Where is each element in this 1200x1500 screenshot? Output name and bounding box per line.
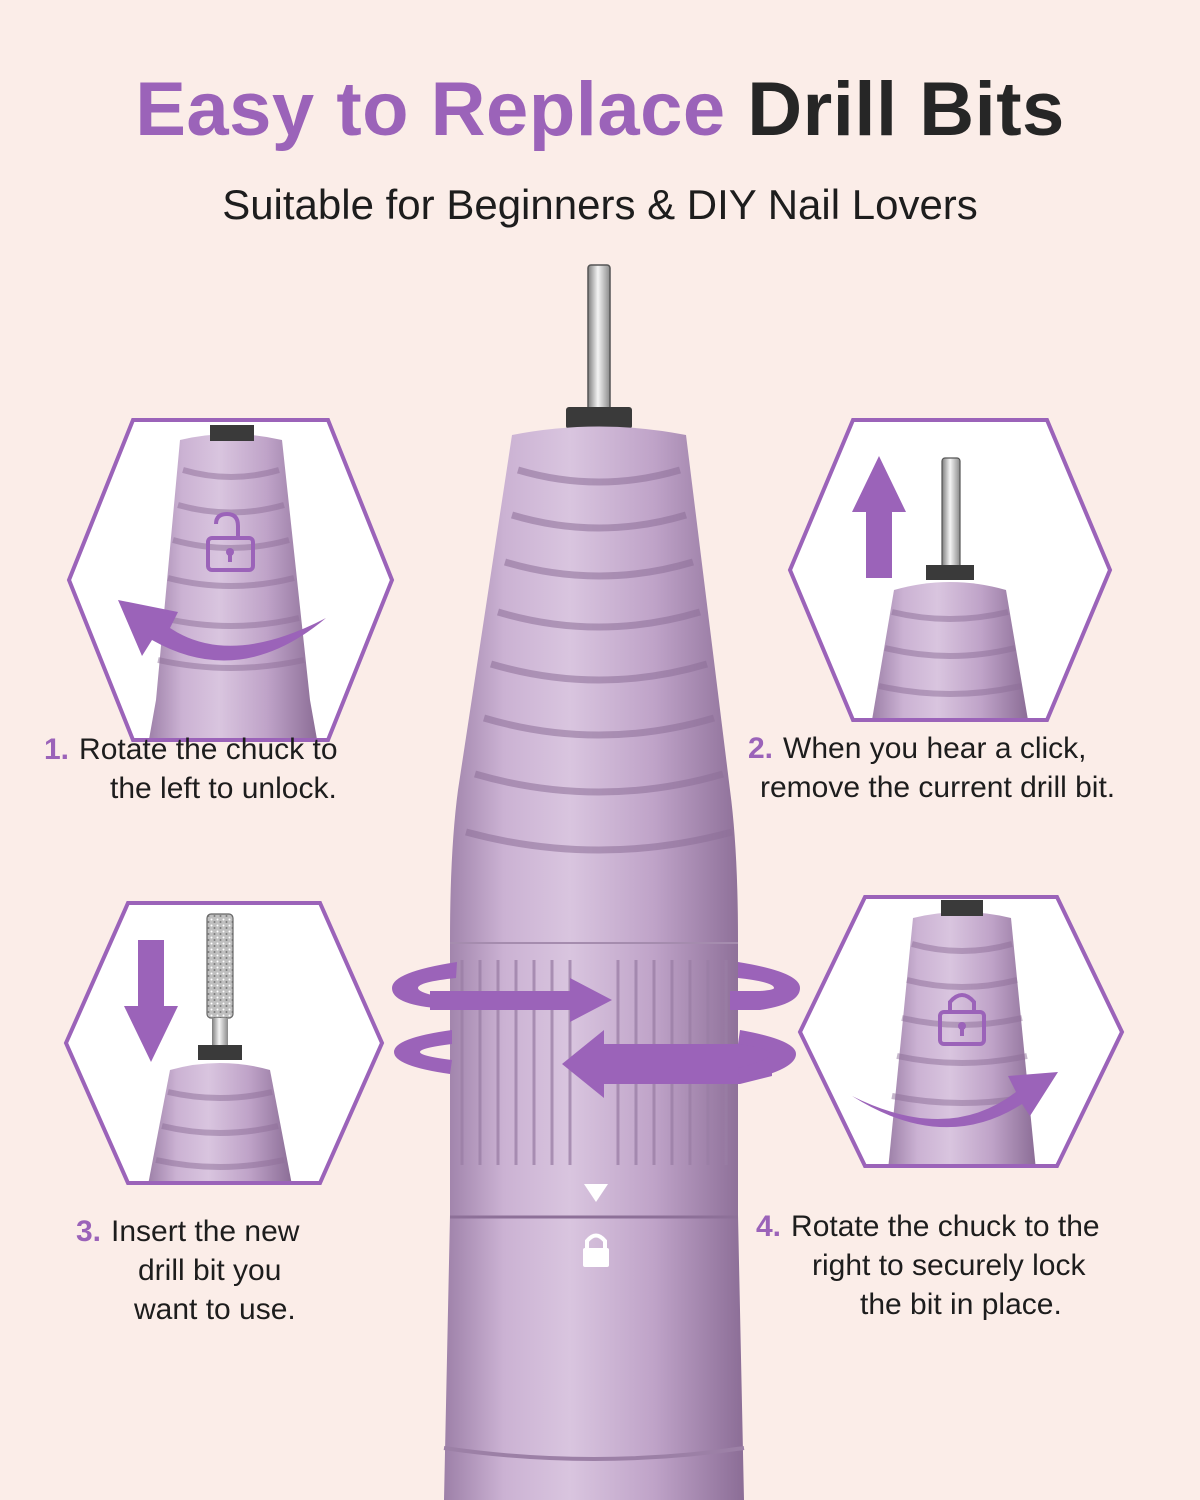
page-subtitle: Suitable for Beginners & DIY Nail Lovers [222, 181, 978, 228]
step-number: 1. [44, 733, 70, 766]
step-number: 2. [748, 732, 774, 765]
locked-padlock-icon [938, 993, 986, 1046]
step1-illustration [66, 418, 395, 742]
step-2-caption: 2. When you hear a click, remove the curr… [748, 729, 1115, 807]
step-text-line: remove the current drill bit. [760, 771, 1116, 804]
drill-handpiece [443, 264, 745, 1500]
step2-illustration [787, 418, 1113, 722]
page-title: Easy to Replace Drill Bits [0, 72, 1200, 148]
arrow-down-icon [124, 940, 178, 1062]
step3-illustration [63, 901, 385, 1185]
step-number: 4. [756, 1210, 782, 1243]
drill-bit-shaft [587, 264, 611, 416]
title-accent: Easy to Replace [135, 67, 726, 152]
step-text-line: Insert the new [111, 1215, 300, 1248]
lock-icon [583, 1233, 609, 1267]
chuck-collar [566, 407, 632, 429]
step4-illustration [797, 895, 1125, 1168]
step-number: 3. [76, 1215, 102, 1248]
step-text-line: Rotate the chuck to the [791, 1210, 1100, 1243]
step-text-line: right to securely lock [812, 1249, 1086, 1282]
arrow-rotate-left-icon [118, 600, 326, 661]
step-text-line: the bit in place. [860, 1288, 1062, 1321]
step-3-caption: 3. Insert the new drill bit you want to u… [76, 1212, 299, 1329]
step-4-caption: 4. Rotate the chuck to the right to secur… [756, 1207, 1100, 1324]
arrow-up-icon [852, 456, 906, 578]
step-text-line: want to use. [134, 1293, 296, 1326]
rotation-arrows-icon [392, 962, 800, 1098]
arrow-rotate-right-icon [852, 1072, 1058, 1128]
step-text-line: When you hear a click, [783, 732, 1087, 765]
unlocked-padlock-icon [206, 511, 255, 572]
triangle-indicator-icon [584, 1184, 608, 1202]
title-dark: Drill Bits [747, 67, 1065, 152]
step-1-caption: 1. Rotate the chuck to the left to unlock… [44, 730, 338, 808]
step-text-line: the left to unlock. [110, 772, 337, 805]
step-text-line: drill bit you [138, 1254, 282, 1287]
step-text-line: Rotate the chuck to [79, 733, 338, 766]
